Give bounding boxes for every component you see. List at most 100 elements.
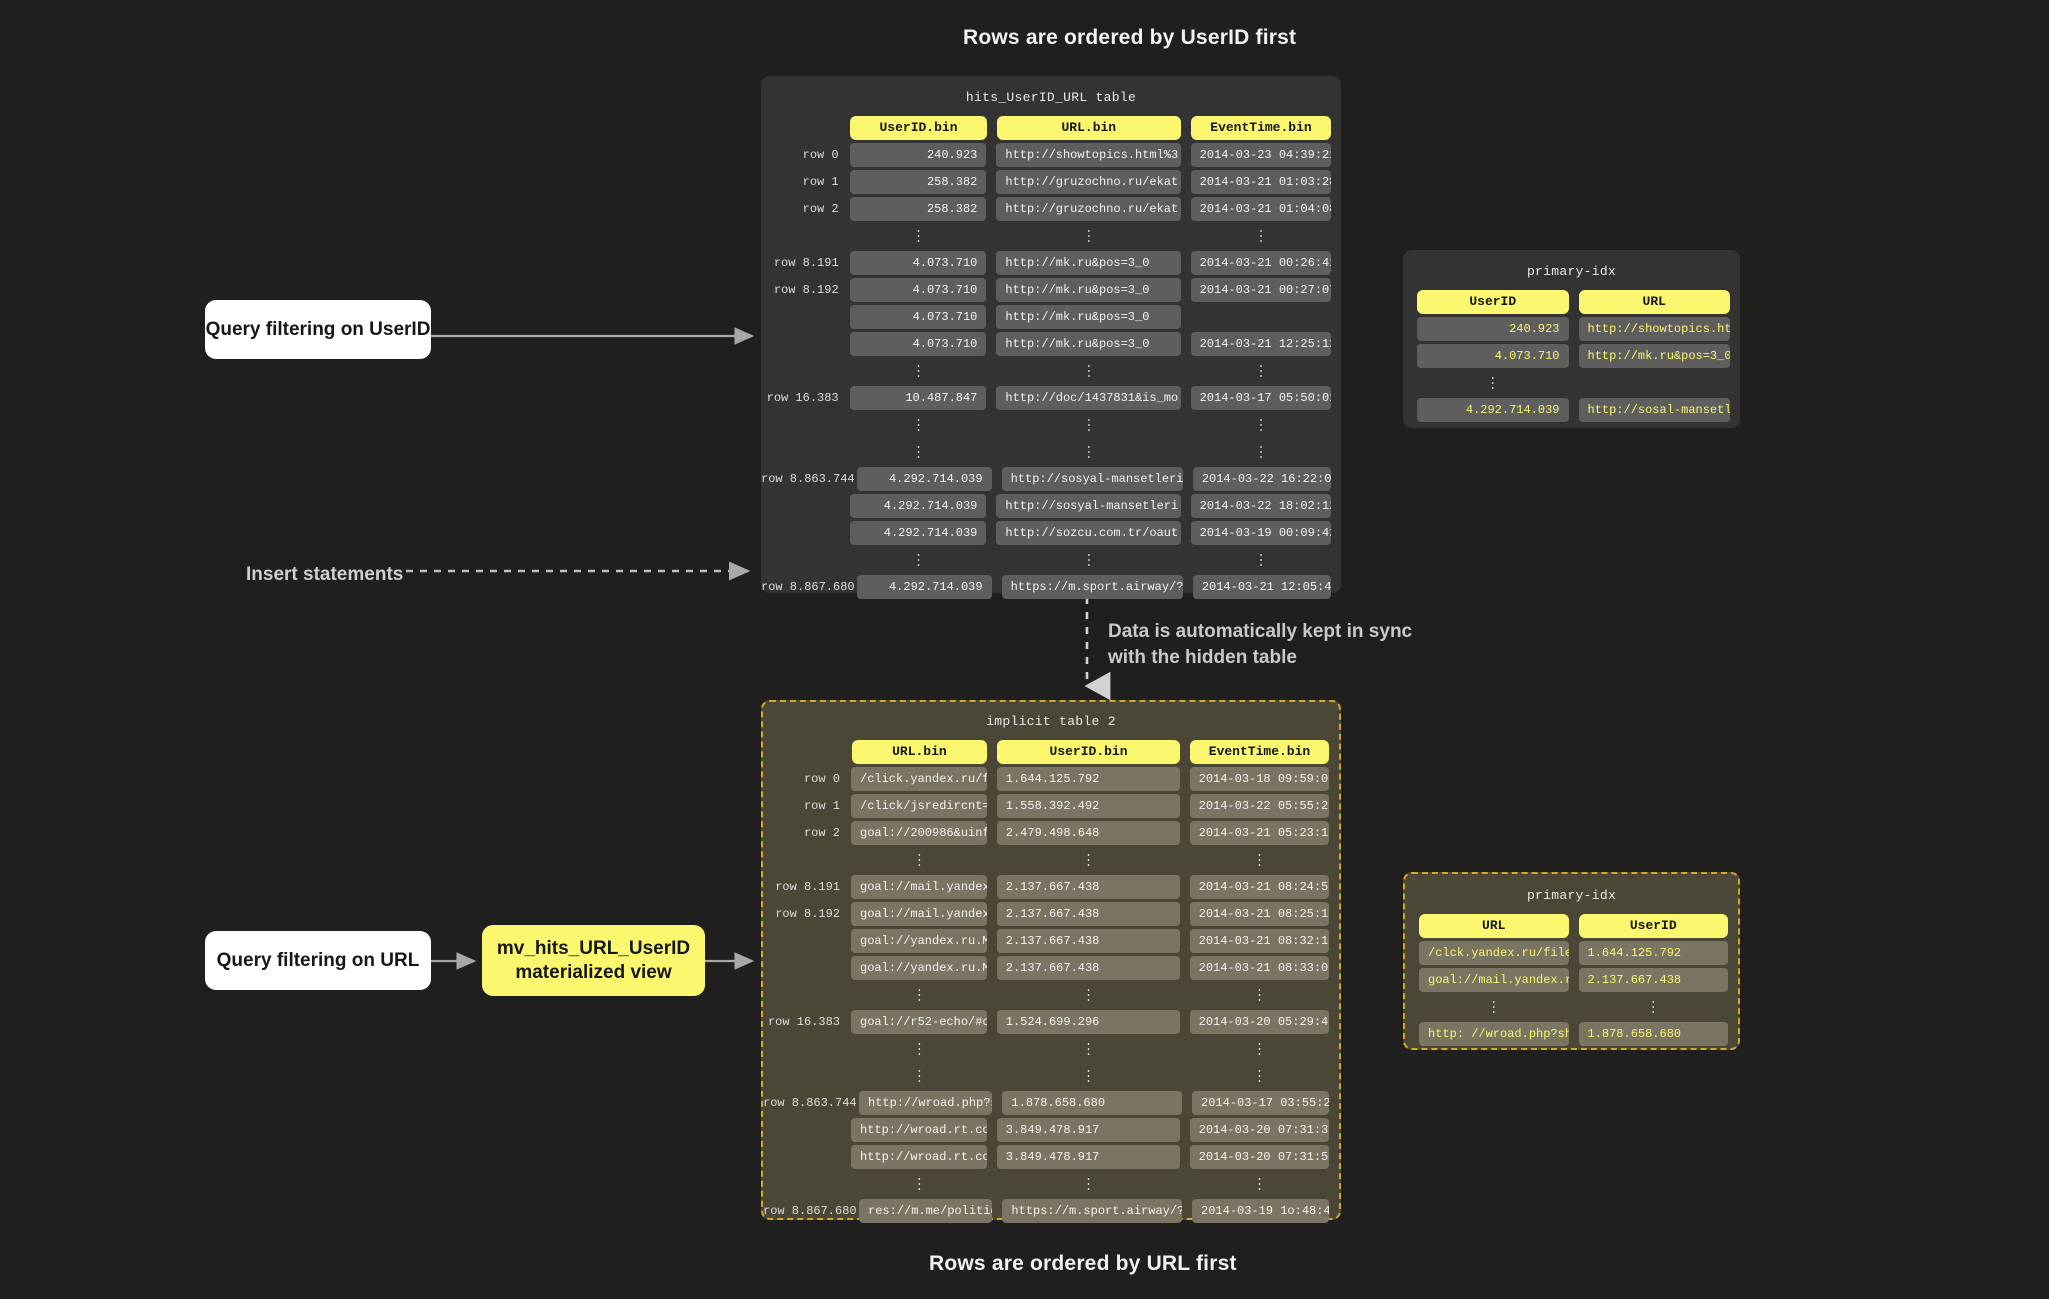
table-cell: 4.292.714.039 bbox=[857, 467, 992, 491]
vertical-ellipsis-icon: ⋮ bbox=[911, 416, 925, 434]
index-cell: 240.923 bbox=[1417, 317, 1569, 341]
table-cell: /click.yandex.ru/file.co ... bbox=[851, 767, 987, 791]
row-label: row 8.191 bbox=[773, 256, 839, 270]
table-ellipsis-row: ⋮⋮⋮ bbox=[761, 439, 1341, 465]
vertical-ellipsis-icon: ⋮ bbox=[912, 986, 926, 1004]
vertical-ellipsis-icon: ⋮ bbox=[1252, 1067, 1266, 1085]
vertical-ellipsis-icon: ⋮ bbox=[1252, 1040, 1266, 1058]
vertical-ellipsis-icon: ⋮ bbox=[911, 551, 925, 569]
row-label: row 1 bbox=[802, 175, 839, 189]
table-cell: 2014-03-22 16:22:00 bbox=[1192, 467, 1331, 491]
table-cell: http://sozcu.com.tr/oaut bbox=[996, 521, 1181, 545]
row-label: row 2 bbox=[802, 202, 839, 216]
table-cell: http://showtopics.html%3... bbox=[996, 143, 1181, 167]
table-cell: goal://mail.yandex.ru/Ma... bbox=[851, 902, 987, 926]
vertical-ellipsis-icon: ⋮ bbox=[1254, 362, 1268, 380]
table-cell: 2014-03-18 09:59:01 bbox=[1189, 767, 1329, 791]
table-row: row 8.863.744http://wroad.php?show/7...1… bbox=[763, 1090, 1339, 1116]
callout-query-filtering-url[interactable]: Query filtering on URL bbox=[205, 931, 431, 990]
vertical-ellipsis-icon: ⋮ bbox=[1082, 227, 1096, 245]
index-row: goal://mail.yandex.ru/Ma...2.137.667.438 bbox=[1405, 967, 1738, 993]
table-cell: 240.923 bbox=[849, 143, 987, 167]
vertical-ellipsis-icon: ⋮ bbox=[1252, 1175, 1266, 1193]
table-cell: 4.073.710 bbox=[849, 305, 987, 329]
table-cell: 4.073.710 bbox=[849, 251, 987, 275]
vertical-ellipsis-icon: ⋮ bbox=[1486, 374, 1500, 392]
row-label: row 0 bbox=[802, 148, 839, 162]
row-label: row 8.863.744 bbox=[761, 472, 855, 486]
table-cell: 2014-03-23 04:39:21 bbox=[1190, 143, 1331, 167]
index-grid: UserIDURL240.923http://showtopics.html%3… bbox=[1403, 289, 1740, 423]
table-ellipsis-row: ⋮⋮⋮ bbox=[763, 1036, 1339, 1062]
table-cell: 2.137.667.438 bbox=[996, 956, 1180, 980]
annotation-sync: Data is automatically kept in sync with … bbox=[1108, 621, 1413, 669]
vertical-ellipsis-icon: ⋮ bbox=[1082, 1067, 1096, 1085]
row-label: row 16.383 bbox=[766, 391, 839, 405]
table-cell: goal://r52-echo/#compose... bbox=[851, 1010, 987, 1034]
row-label: row 8.192 bbox=[773, 283, 839, 297]
table-ellipsis-row: ⋮⋮⋮ bbox=[763, 1171, 1339, 1197]
row-label: row 1 bbox=[803, 799, 840, 813]
vertical-ellipsis-icon: ⋮ bbox=[1082, 443, 1096, 461]
page-title-top: Rows are ordered by UserID first bbox=[963, 26, 1297, 49]
table-row: row 16.383goal://r52-echo/#compose...1.5… bbox=[763, 1009, 1339, 1035]
index-ellipsis-row: ⋮⋮ bbox=[1403, 370, 1740, 396]
table-cell: 3.849.478.917 bbox=[996, 1145, 1180, 1169]
column-header-userid-bin: UserID.bin bbox=[850, 116, 987, 140]
table-cell: 2014-03-19 00:09:42 bbox=[1190, 521, 1331, 545]
index-column-header-userid: UserID bbox=[1578, 914, 1728, 938]
page-title-bottom: Rows are ordered by URL first bbox=[929, 1252, 1237, 1275]
row-label: row 2 bbox=[803, 826, 840, 840]
index-grid: URLUserID/clck.yandex.ru/file.com...1.64… bbox=[1405, 913, 1738, 1047]
table-ellipsis-row: ⋮⋮⋮ bbox=[763, 982, 1339, 1008]
table-row: row 8.192goal://mail.yandex.ru/Ma...2.13… bbox=[763, 901, 1339, 927]
table-cell: 2014-03-21 08:25:15 bbox=[1189, 902, 1329, 926]
table-cell: 2014-03-21 00:27:07 bbox=[1190, 278, 1331, 302]
vertical-ellipsis-icon: ⋮ bbox=[912, 1067, 926, 1085]
row-label: row 8.867.680 bbox=[763, 1204, 857, 1218]
table-cell: http://mk.ru&pos=3_0 bbox=[996, 332, 1181, 356]
index-row: /clck.yandex.ru/file.com...1.644.125.792 bbox=[1405, 940, 1738, 966]
vertical-ellipsis-icon: ⋮ bbox=[912, 851, 926, 869]
row-label: row 8.191 bbox=[775, 880, 840, 894]
table-title: implicit table 2 bbox=[986, 714, 1116, 729]
callout-materialized-view[interactable]: mv_hits_URL_UserID materialized view bbox=[482, 925, 705, 996]
index-title: primary-idx bbox=[1526, 264, 1617, 279]
index-cell: http://sosal-mansetleri... bbox=[1578, 398, 1730, 422]
table-cell: 2014-03-22 05:55:22 bbox=[1189, 794, 1329, 818]
table-cell: 2014-03-21 08:32:15 bbox=[1189, 929, 1329, 953]
index-cell: 1.644.125.792 bbox=[1578, 941, 1728, 965]
table-cell: goal://yandex.ru.Ma... bbox=[851, 956, 987, 980]
table-ellipsis-row: ⋮⋮⋮ bbox=[761, 223, 1341, 249]
table-cell: 2014-03-21 05:23:19 bbox=[1189, 821, 1329, 845]
callout-query-filtering-userid[interactable]: Query filtering on UserID bbox=[205, 300, 431, 359]
vertical-ellipsis-icon: ⋮ bbox=[1082, 986, 1096, 1004]
table-cell: http://sosyal-mansetleri... bbox=[1001, 467, 1183, 491]
table-row: row 0/click.yandex.ru/file.co ...1.644.1… bbox=[763, 766, 1339, 792]
index-cell: 1.878.658.680 bbox=[1578, 1022, 1728, 1046]
table-cell: https://m.sport.airway/? bbox=[1001, 575, 1183, 599]
vertical-ellipsis-icon: ⋮ bbox=[1082, 1040, 1096, 1058]
table-cell: 2014-03-21 01:04:08 bbox=[1190, 197, 1331, 221]
row-label: row 16.383 bbox=[767, 1015, 840, 1029]
table-ellipsis-row: ⋮⋮⋮ bbox=[761, 358, 1341, 384]
table-row: row 1/click/jsredircnt=1395412...1.558.3… bbox=[763, 793, 1339, 819]
vertical-ellipsis-icon: ⋮ bbox=[912, 1175, 926, 1193]
table-cell: 2.479.498.648 bbox=[996, 821, 1180, 845]
table-row: row 8.867.680res://m.me/politic/stati...… bbox=[763, 1198, 1339, 1224]
vertical-ellipsis-icon: ⋮ bbox=[1252, 851, 1266, 869]
table-cell: 3.849.478.917 bbox=[996, 1118, 1180, 1142]
table-cell: 2014-03-21 01:03:28 bbox=[1190, 170, 1331, 194]
